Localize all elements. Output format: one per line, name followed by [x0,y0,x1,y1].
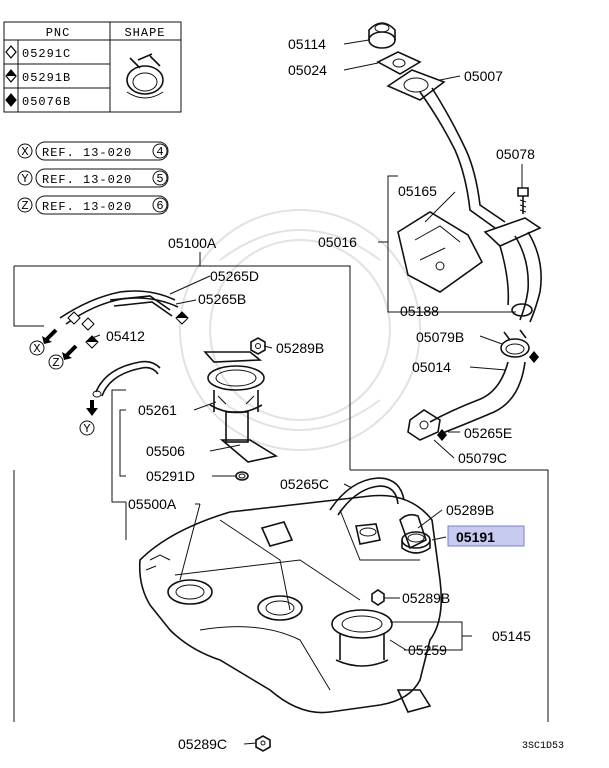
ref-text-z: REF. 13-020 [42,200,132,214]
label-05165[interactable]: 05165 [398,183,437,199]
filler-neck-05007[interactable] [386,69,506,229]
hose-05265B[interactable] [109,295,173,317]
fuel-cap-05191[interactable] [401,531,431,554]
arrow-letter-x: X [33,342,40,356]
packing-05291D[interactable] [235,471,249,481]
ref-text-x: REF. 13-020 [42,146,132,160]
ref-num-y: 5 [156,172,163,186]
pipe-05412[interactable] [92,360,161,398]
hose-05014[interactable] [429,361,526,435]
legend-header-shape: SHAPE [124,26,165,40]
label-05289C[interactable]: 05289C [178,736,227,752]
label-05259[interactable]: 05259 [408,642,447,658]
hollow-diamond-marker-2 [81,317,95,331]
watermark [179,209,421,451]
label-05289B-1[interactable]: 05289B [276,340,324,356]
label-05079B[interactable]: 05079B [416,329,464,345]
label-05014[interactable]: 05014 [412,359,451,375]
leader-lines [91,39,523,745]
nut-05289C[interactable] [255,735,271,752]
label-05145[interactable]: 05145 [492,628,531,644]
nut-05289B-c[interactable] [371,589,385,606]
reference-list: X REF. 13-020 4 Y REF. 13-020 5 Z REF. 1… [17,141,169,215]
arrow-x: X [29,328,58,356]
fuel-tank-05191[interactable] [138,494,443,714]
label-05291D[interactable]: 05291D [146,468,195,484]
filler-pipes-05016[interactable] [483,217,542,323]
gasket-05024[interactable] [376,51,422,75]
label-05506[interactable]: 05506 [146,443,185,459]
label-05016[interactable]: 05016 [318,234,357,250]
highlight-05191 [447,525,525,547]
filled-diamond-icon [5,93,17,107]
half-diamond-icon [5,69,17,83]
label-05412[interactable]: 05412 [106,328,145,344]
ref-num-x: 4 [156,145,163,159]
label-05289B-2[interactable]: 05289B [446,502,494,518]
hollow-diamond-icon [5,45,17,59]
legend-table: PNC SHAPE 05291C 05291B 05076B [3,21,182,113]
ref-letter-x: X [21,145,28,159]
box-05100A [13,265,351,470]
filled-diamond-marker-2 [437,429,447,441]
legend-pnc-2: 05291B [22,71,71,85]
label-05265D[interactable]: 05265D [210,268,259,284]
arrow-z: Z [48,344,78,370]
filler-cap-05114[interactable] [368,22,396,49]
hollow-diamond-marker-1 [67,311,81,325]
nut-05289B-a[interactable] [250,337,266,355]
label-05024[interactable]: 05024 [288,62,327,78]
ref-letter-y: Y [21,172,28,186]
frame-lines [13,469,549,722]
bracket-05165-05188 [387,175,398,313]
legend-pnc-3: 05076B [22,95,71,109]
bolt-05078[interactable] [517,187,529,214]
legend-pnc-1: 05291C [22,47,71,61]
filled-diamond-marker-1 [529,351,539,363]
label-05261[interactable]: 05261 [138,402,177,418]
cap-05289B-b[interactable] [355,523,381,545]
label-05265E[interactable]: 05265E [464,425,512,441]
hose-clamp-icon [126,53,164,99]
clamp-05079C[interactable] [407,409,441,441]
arrow-letter-z: Z [52,356,59,370]
bracket-05506 [119,409,126,477]
ref-letter-z: Z [21,199,28,213]
label-05188[interactable]: 05188 [400,303,439,319]
label-05079C[interactable]: 05079C [458,450,507,466]
label-05289B-3[interactable]: 05289B [402,590,450,606]
label-05078[interactable]: 05078 [496,146,535,162]
bracket-05500A [111,389,126,503]
half-diamond-marker-2 [85,335,99,349]
label-05265B[interactable]: 05265B [198,291,246,307]
arrow-y: Y [79,400,98,436]
legend-header-pnc: PNC [46,26,71,40]
half-diamond-marker-1 [175,311,189,325]
label-05100A[interactable]: 05100A [168,235,217,251]
fuel-pump-module-05261[interactable] [203,351,279,463]
sender-unit-05145[interactable] [331,609,393,667]
protector-05165[interactable] [397,211,484,293]
ref-text-y: REF. 13-020 [42,173,132,187]
callout-labels: 05114 05024 05007 05078 05165 05016 0518… [106,36,535,752]
label-05500A[interactable]: 05500A [128,496,177,512]
label-05191[interactable]: 05191 [456,529,495,545]
footer-code: 3SC1D53 [522,741,564,752]
arrow-letter-y: Y [83,422,90,436]
ref-num-z: 6 [156,199,163,213]
hose-05265C[interactable] [329,477,405,516]
label-05265C[interactable]: 05265C [280,476,329,492]
label-05007[interactable]: 05007 [464,68,503,84]
clamp-05079B[interactable] [500,329,530,358]
label-05114[interactable]: 05114 [288,36,326,52]
